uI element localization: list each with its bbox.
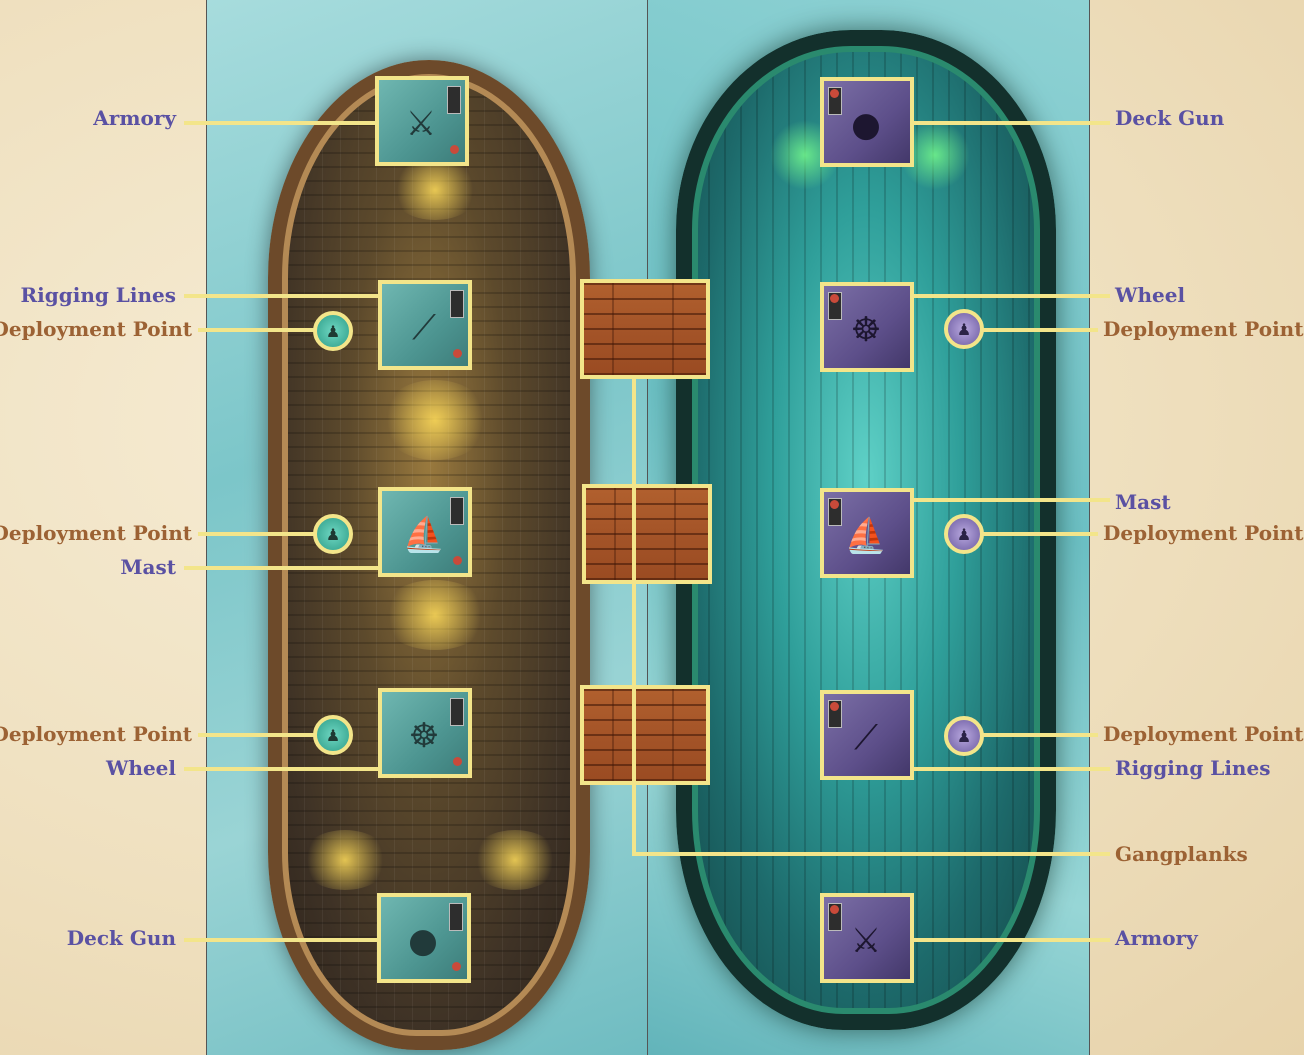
tile-dot <box>830 89 839 98</box>
callout-line <box>184 938 379 942</box>
callout-line <box>912 121 1110 125</box>
tile-side-marker <box>449 903 463 931</box>
left-rigging-lines-tile[interactable]: ⟋ <box>378 280 472 370</box>
crossed-weapons-icon: ⚔ <box>393 96 449 152</box>
gangplank-connector <box>632 375 636 856</box>
left-deployment-point-3[interactable]: ♟ <box>313 715 353 755</box>
figure-icon: ♟ <box>957 727 971 746</box>
deck-lantern-glow <box>470 830 560 890</box>
right-deck-gun-label: Deck Gun <box>1115 106 1224 130</box>
deck-lantern-glow <box>300 830 390 890</box>
tile-dot <box>453 757 462 766</box>
callout-line <box>912 938 1110 942</box>
gangplank-callout-line <box>632 852 1110 856</box>
left-wheel-label: Wheel <box>106 756 176 780</box>
right-wheel-tile[interactable]: ☸ <box>820 282 914 372</box>
cannon-icon: ● <box>838 97 894 153</box>
gangplank-2[interactable] <box>582 484 712 584</box>
deck-lantern-glow <box>380 380 490 460</box>
cannon-icon: ● <box>395 913 451 969</box>
tile-dot <box>830 702 839 711</box>
right-deployment-point-2[interactable]: ♟ <box>944 514 984 554</box>
board-right-edge <box>1089 0 1090 1055</box>
tile-dot <box>452 962 461 971</box>
right-deployment-point-label-3: Deployment Point <box>1103 722 1303 746</box>
deck-lantern-glow <box>390 160 480 220</box>
callout-line <box>184 767 380 771</box>
figure-icon: ♟ <box>957 320 971 339</box>
callout-line <box>184 294 380 298</box>
crossed-weapons-icon: ⚔ <box>838 913 894 969</box>
right-mast-tile[interactable]: ⛵ <box>820 488 914 578</box>
left-deployment-point-label-3: Deployment Point <box>0 722 192 746</box>
callout-line <box>198 733 315 737</box>
right-deployment-point-3[interactable]: ♟ <box>944 716 984 756</box>
sail-icon: ⛵ <box>838 508 894 564</box>
right-deployment-point-label-2: Deployment Point <box>1103 521 1303 545</box>
gangplank-1[interactable] <box>580 279 710 379</box>
left-wheel-tile[interactable]: ☸ <box>378 688 472 778</box>
tile-dot <box>450 145 459 154</box>
gangplank-3[interactable] <box>580 685 710 785</box>
left-mast-tile[interactable]: ⛵ <box>378 487 472 577</box>
left-rigging-lines-label: Rigging Lines <box>21 283 176 307</box>
left-deck-gun-tile[interactable]: ● <box>377 893 471 983</box>
callout-line <box>982 733 1098 737</box>
right-deployment-point-1[interactable]: ♟ <box>944 309 984 349</box>
tile-dot <box>830 500 839 509</box>
sail-icon: ⛵ <box>396 507 452 563</box>
rope-icon: ⟋ <box>396 300 452 356</box>
left-deck-gun-label: Deck Gun <box>67 926 176 950</box>
ship-wheel-icon: ☸ <box>838 302 894 358</box>
right-wheel-label: Wheel <box>1115 283 1185 307</box>
left-armory-label: Armory <box>93 106 176 130</box>
board-left-edge <box>206 0 207 1055</box>
ship-wheel-icon: ☸ <box>396 708 452 764</box>
tile-dot <box>453 349 462 358</box>
right-deck-gun-tile[interactable]: ● <box>820 77 914 167</box>
tile-dot <box>453 556 462 565</box>
left-mast-label: Mast <box>120 555 176 579</box>
callout-line <box>184 121 377 125</box>
rope-icon: ⟋ <box>838 710 894 766</box>
tile-side-marker <box>450 497 464 525</box>
figure-icon: ♟ <box>957 525 971 544</box>
callout-line <box>198 328 315 332</box>
callout-line <box>198 532 315 536</box>
figure-icon: ♟ <box>326 322 340 341</box>
figure-icon: ♟ <box>326 525 340 544</box>
right-rigging-lines-tile[interactable]: ⟋ <box>820 690 914 780</box>
right-rigging-lines-label: Rigging Lines <box>1115 756 1270 780</box>
right-deployment-point-label-1: Deployment Point <box>1103 317 1303 341</box>
deck-lantern-glow <box>380 580 490 650</box>
left-deployment-point-label-2: Deployment Point <box>0 521 192 545</box>
callout-line <box>184 566 380 570</box>
tile-side-marker <box>447 86 461 114</box>
tile-dot <box>830 294 839 303</box>
left-deployment-point-1[interactable]: ♟ <box>313 311 353 351</box>
figure-icon: ♟ <box>326 726 340 745</box>
callout-line <box>912 294 1110 298</box>
right-armory-label: Armory <box>1115 926 1198 950</box>
tile-side-marker <box>450 698 464 726</box>
tile-dot <box>830 905 839 914</box>
callout-line <box>982 328 1098 332</box>
callout-line <box>912 498 1110 502</box>
left-armory-tile[interactable]: ⚔ <box>375 76 469 166</box>
left-deployment-point-2[interactable]: ♟ <box>313 514 353 554</box>
right-mast-label: Mast <box>1115 490 1171 514</box>
callout-line <box>912 767 1110 771</box>
callout-line <box>982 532 1098 536</box>
gangplanks-label: Gangplanks <box>1115 842 1248 866</box>
tile-side-marker <box>450 290 464 318</box>
left-deployment-point-label-1: Deployment Point <box>0 317 192 341</box>
right-armory-tile[interactable]: ⚔ <box>820 893 914 983</box>
